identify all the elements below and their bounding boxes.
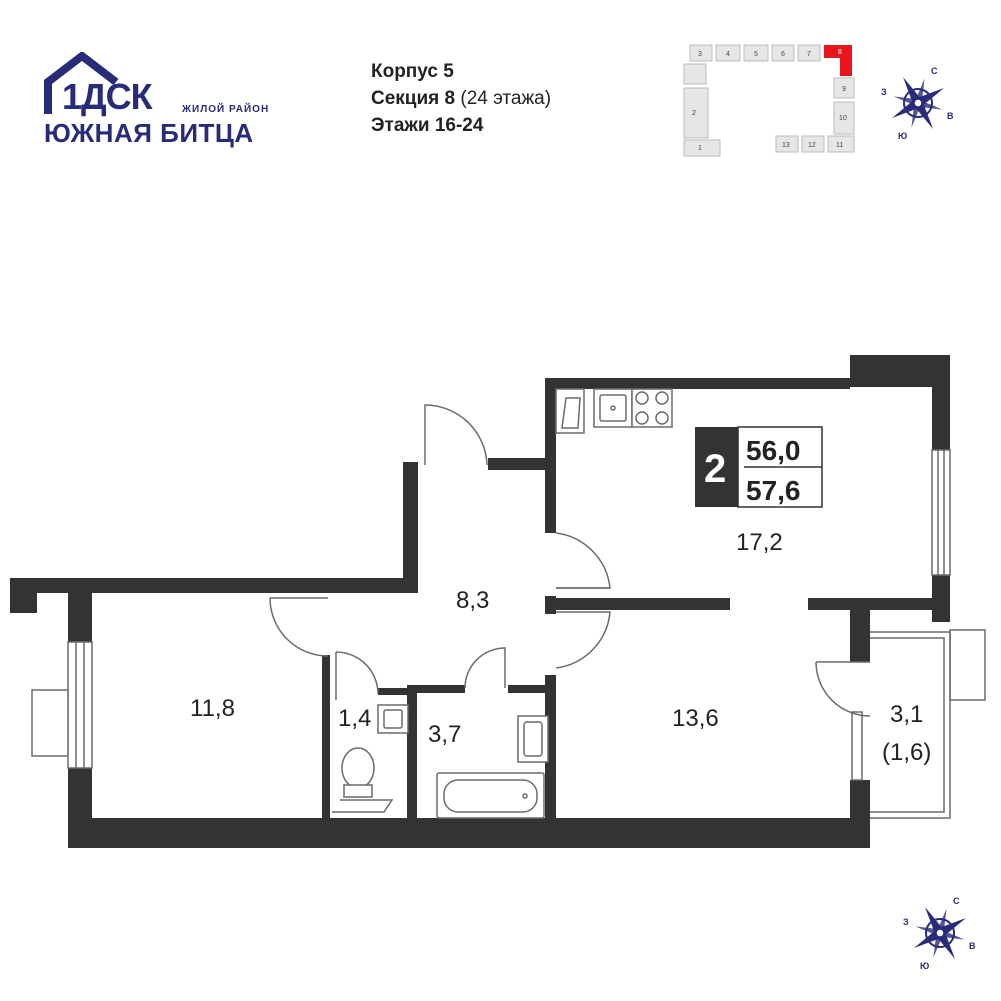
logo-name: ЮЖНАЯ БИТЦА [44, 118, 254, 148]
key-section-7: 7 [807, 51, 811, 58]
compass-south: Ю [920, 961, 929, 971]
compass-rose-icon: С В Ю З [881, 66, 954, 141]
key-section-6: 6 [781, 51, 785, 58]
floors-range: Этажи 16-24 [371, 115, 484, 136]
room-balcony-reduced-area: (1,6) [882, 739, 931, 766]
room-balcony-area: 3,1 [890, 701, 923, 728]
room-wc-area: 1,4 [338, 705, 371, 732]
logo-mark: 1ДСК [62, 76, 153, 117]
stove-burner-icon [635, 391, 649, 405]
walls [10, 355, 950, 848]
room-bathroom-area: 3,7 [428, 721, 461, 748]
room-bedroom-left-area: 11,8 [190, 695, 235, 722]
stove-burner-icon [655, 391, 669, 405]
door-swings [269, 404, 871, 717]
key-plan: 3 4 5 6 7 8 2 9 10 1 13 12 11 [683, 44, 855, 157]
section-floors: (24 этажа) [460, 88, 552, 109]
key-section-13: 13 [782, 142, 790, 149]
room-labels: 17,2 8,3 11,8 1,4 3,7 13,6 3,1 (1,6) [190, 529, 931, 766]
key-section-3: 3 [698, 51, 702, 58]
compass-north: С [953, 896, 960, 906]
compass-north: С [931, 66, 938, 76]
room-bedroom-right-area: 13,6 [672, 705, 719, 732]
brand-logo: 1ДСК ЖИЛОЙ РАЙОН ЮЖНАЯ БИТЦА [44, 52, 284, 152]
stove-burner-icon [655, 411, 669, 425]
compass-south: Ю [898, 131, 907, 141]
rooms-count: 2 [704, 447, 726, 491]
section-number: Секция 8 [371, 88, 456, 109]
compass-west: З [903, 917, 909, 927]
stove-burner-icon [635, 411, 649, 425]
key-section-11: 11 [836, 142, 843, 149]
house-roof-icon [44, 52, 119, 114]
key-section-5: 5 [754, 51, 758, 58]
compass-rose-icon: С В Ю З [903, 896, 976, 971]
compass-east: В [947, 111, 954, 121]
key-section-9: 9 [842, 86, 846, 93]
compass-east: В [969, 941, 976, 951]
sink-drain-icon [610, 405, 616, 411]
area-living: 56,0 [746, 435, 801, 466]
apartment-badge: 2 56,0 57,6 [695, 426, 823, 508]
header: 1ДСК ЖИЛОЙ РАЙОН ЮЖНАЯ БИТЦА Корпус 5 Се… [0, 0, 1001, 180]
toilet-icon [341, 747, 375, 789]
building-number: Корпус 5 [371, 61, 454, 82]
room-kitchen-area: 17,2 [736, 529, 783, 556]
key-section-10: 10 [839, 115, 847, 122]
compass-west: З [881, 87, 887, 97]
kitchen-fixtures [555, 388, 673, 434]
key-section-1: 1 [698, 145, 702, 152]
logo-subtitle: ЖИЛОЙ РАЙОН [182, 104, 270, 115]
key-section-4: 4 [726, 51, 730, 58]
key-section-2: 2 [692, 110, 696, 117]
area-total: 57,6 [746, 475, 801, 506]
bathroom-fixtures [332, 704, 549, 819]
key-section-8: 8 [838, 49, 842, 56]
balcony-outline [870, 631, 951, 819]
key-section-12: 12 [808, 142, 816, 149]
building-info: Корпус 5 Секция 8 (24 этажа) Этажи 16-24 [371, 58, 551, 139]
room-hall-area: 8,3 [456, 587, 489, 614]
windows [31, 449, 986, 781]
